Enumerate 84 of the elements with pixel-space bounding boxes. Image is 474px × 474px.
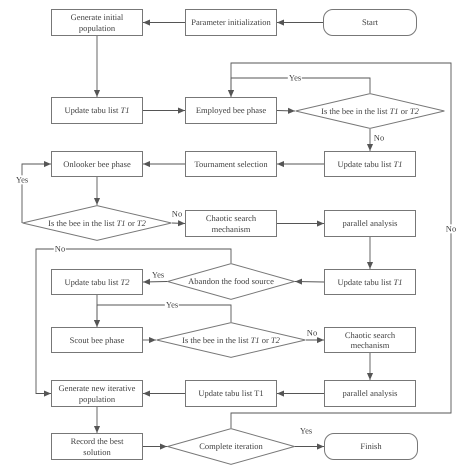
process-box (51, 269, 143, 295)
arrow (276, 108, 296, 114)
step-label: Update tabu list T2 (64, 276, 130, 288)
terminal-box (323, 9, 417, 36)
process-box (51, 380, 143, 407)
arrow (142, 390, 186, 397)
edge-label: No (54, 244, 66, 254)
edge-label: Yes (288, 73, 302, 83)
edge-label: No (306, 328, 318, 338)
process-box (185, 210, 277, 237)
decision-diamond (295, 93, 445, 129)
process-box (51, 9, 143, 36)
arrow (22, 160, 52, 224)
step-label: Generate initial population (70, 12, 124, 33)
arrow (276, 160, 324, 168)
arrow (228, 62, 452, 428)
decision-diamond (22, 205, 172, 241)
step-label: Generate new iterative population (58, 383, 136, 404)
arrow (142, 336, 156, 344)
arrow (276, 19, 324, 26)
process-box (51, 433, 143, 460)
step-label: Chaotic search mechanism (204, 213, 258, 234)
step-label: Parameter initialization (191, 17, 271, 28)
edge-label: No (372, 133, 386, 143)
arrow (276, 390, 324, 397)
decision-label: Abandon the food source (188, 276, 274, 287)
edge-label: No (444, 224, 458, 234)
process-box (324, 269, 416, 295)
process-box (51, 97, 143, 124)
decision-diamond (167, 263, 295, 300)
arrow (294, 443, 324, 450)
arrow (366, 236, 374, 270)
arrow (366, 352, 374, 380)
process-box (185, 151, 277, 177)
process-box (185, 97, 277, 124)
step-label: Chaotic search mechanism (344, 330, 396, 350)
terminal-box (324, 433, 418, 460)
decision-label: Is the bee in the list T1 or T2 (48, 218, 146, 228)
arrow (142, 107, 186, 114)
edge-label: Yes (164, 300, 180, 310)
step-label: Update tabu list T1 (64, 105, 130, 116)
step-label: Tournament selection (194, 158, 268, 170)
process-box (51, 151, 143, 177)
decision-diamond (167, 428, 295, 465)
edge-label: Yes (298, 426, 314, 436)
process-box (185, 9, 277, 36)
step-label: Onlooker bee phase (63, 158, 131, 170)
arrow (142, 443, 168, 450)
arrow (306, 336, 324, 344)
step-label: Finish (360, 441, 382, 452)
step-label: Update tabu list T1 (338, 276, 402, 288)
process-box (324, 151, 416, 177)
step-label: Update tabu list T1 (198, 388, 264, 399)
arrow (36, 248, 232, 397)
arrow (94, 406, 100, 434)
step-label: parallel analysis (342, 218, 398, 229)
step-label: Record the best solution (70, 436, 124, 457)
process-box (51, 327, 143, 353)
decision-diamond (156, 322, 306, 358)
arrow (142, 160, 186, 168)
step-label: parallel analysis (342, 388, 398, 399)
process-box (324, 210, 416, 237)
step-label: Employed bee phase (196, 105, 266, 116)
arrow (94, 304, 232, 328)
arrow (142, 19, 186, 26)
arrow (94, 176, 100, 206)
edge-label: Yes (150, 270, 166, 280)
arrow (294, 278, 324, 285)
arrow (172, 220, 186, 226)
step-label: Scout bee phase (70, 334, 124, 346)
step-label: Start (362, 17, 378, 28)
arrow (276, 220, 324, 227)
process-box (185, 380, 277, 407)
decision-label: Is the bee in the list T1 or T2 (182, 334, 280, 346)
arrow (94, 36, 100, 98)
edge-label: No (170, 209, 184, 219)
process-box (324, 327, 416, 353)
edge-label: Yes (14, 175, 30, 185)
arrow (366, 128, 374, 152)
process-box (324, 380, 416, 407)
step-label: Update tabu list T1 (338, 158, 402, 170)
decision-label: Complete iteration (199, 441, 263, 452)
decision-label: Is the bee in the list T1 or T2 (321, 106, 419, 116)
arrow (142, 278, 168, 285)
